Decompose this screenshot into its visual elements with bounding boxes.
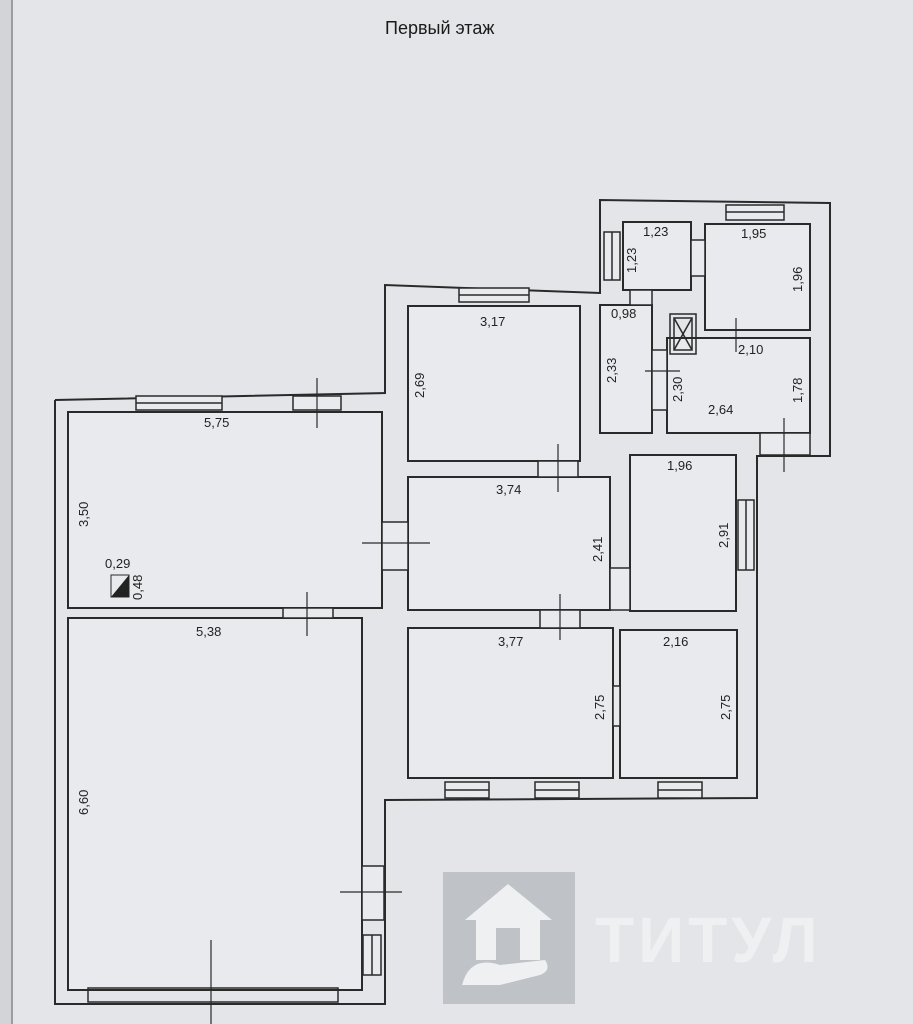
dim-room-right-width: 1,96 xyxy=(667,458,692,473)
door-living-mid xyxy=(381,521,409,571)
dim-living-width: 5,75 xyxy=(204,415,229,430)
window-hall xyxy=(362,934,382,976)
window-hall-bottom xyxy=(87,987,339,1003)
dim-niche-height: 0,48 xyxy=(130,575,145,600)
dim-living-height: 3,50 xyxy=(76,502,91,527)
room-top xyxy=(407,305,581,462)
room-bottom-left xyxy=(407,627,614,779)
dim-room-right-height: 2,91 xyxy=(716,523,731,548)
window-bottom-3 xyxy=(657,781,703,799)
dim-wc-height: 1,23 xyxy=(624,248,639,273)
room-ne xyxy=(704,223,811,331)
window-room-top xyxy=(458,287,530,303)
dim-wc-width: 1,23 xyxy=(643,224,668,239)
door-living-hall xyxy=(282,607,334,619)
dim-room-top-height: 2,69 xyxy=(412,373,427,398)
door-wc xyxy=(629,289,653,306)
door-bottom-pair xyxy=(612,685,621,727)
dim-room-bl-width: 3,77 xyxy=(498,634,523,649)
dim-corridor-width: 0,98 xyxy=(611,306,636,321)
watermark-text: ТИТУЛ xyxy=(595,904,821,976)
axis-marks xyxy=(210,318,785,1024)
dim-room-top-width: 3,17 xyxy=(480,314,505,329)
room-bottom-right xyxy=(619,629,738,779)
plan-title: Первый этаж xyxy=(385,18,494,38)
door-corridor xyxy=(651,349,668,411)
window-bottom-1 xyxy=(444,781,490,799)
room-right xyxy=(629,454,737,612)
room-corridor xyxy=(599,304,653,434)
niche-marker xyxy=(110,574,130,598)
window-room-right xyxy=(737,499,755,571)
dim-room-mid-width: 3,74 xyxy=(496,482,521,497)
dim-kitchen-width: 2,64 xyxy=(708,402,733,417)
dim-kitchen-height: 1,78 xyxy=(790,378,805,403)
dim-kitchen-top: 2,10 xyxy=(738,342,763,357)
door-mid-right xyxy=(609,567,631,611)
dim-corridor-height: 2,33 xyxy=(604,358,619,383)
room-hall xyxy=(67,617,363,991)
window-wc xyxy=(603,231,621,281)
dim-room-ne-height: 1,96 xyxy=(790,267,805,292)
dim-kitchen-height2: 2,30 xyxy=(670,377,685,402)
room-wc xyxy=(622,221,692,291)
windows xyxy=(87,204,785,1003)
door-ne xyxy=(690,239,706,277)
dim-niche-width: 0,29 xyxy=(105,556,130,571)
house-on-hand-logo xyxy=(443,872,575,1004)
window-living xyxy=(135,395,223,411)
dim-room-br-height: 2,75 xyxy=(718,695,733,720)
door-entrance xyxy=(361,865,385,921)
window-room-ne xyxy=(725,204,785,221)
dim-room-br-width: 2,16 xyxy=(663,634,688,649)
window-bottom-2 xyxy=(534,781,580,799)
door-kitchen xyxy=(759,432,811,456)
vent-shaft-icon xyxy=(669,313,697,355)
dim-hall-height: 6,60 xyxy=(76,790,91,815)
dim-room-mid-height: 2,41 xyxy=(590,537,605,562)
watermark: ТИТУЛ xyxy=(443,872,821,1004)
dim-hall-width: 5,38 xyxy=(196,624,221,639)
dim-room-ne-width: 1,95 xyxy=(741,226,766,241)
dim-room-bl-height: 2,75 xyxy=(592,695,607,720)
